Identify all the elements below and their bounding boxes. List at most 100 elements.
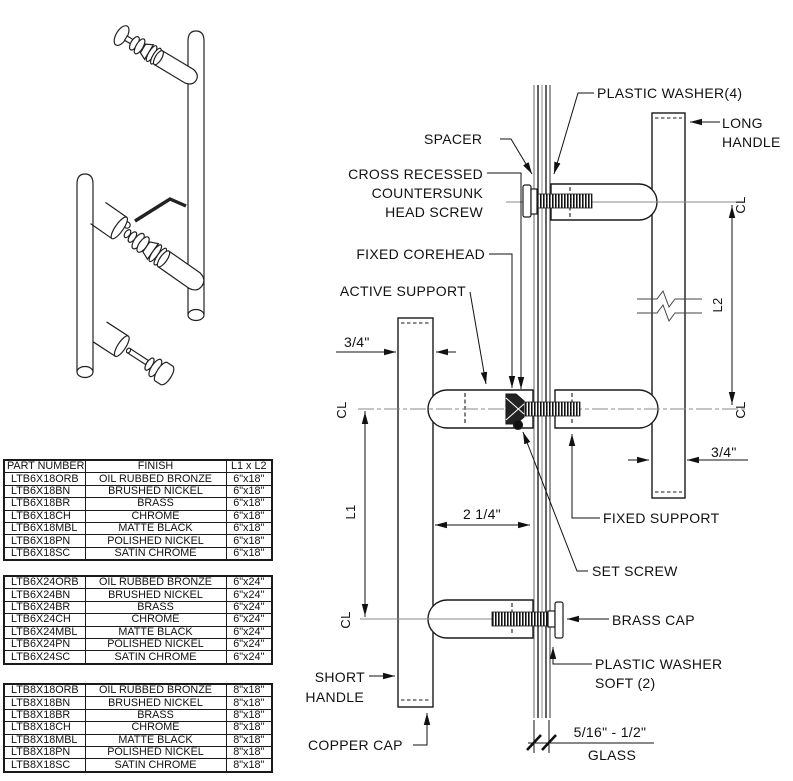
size-cell: 6"x18" <box>225 472 273 486</box>
brass-cap-flange <box>554 601 564 639</box>
label-washer-soft-2: SOFT (2) <box>595 675 655 691</box>
label-fixed-support: FIXED SUPPORT <box>603 510 720 526</box>
label-screw-line1: CROSS RECESSED <box>348 166 483 182</box>
part-number-cell: LTB6X18CH <box>3 509 86 523</box>
finish-cell: MATTE BLACK <box>84 521 227 536</box>
size-cell: 6"x24" <box>225 588 273 602</box>
part-number-cell: LTB6X18BN <box>3 484 86 499</box>
tube-break-symbol <box>637 289 702 309</box>
part-number-cell: LTB6X18MBL <box>3 521 86 536</box>
size-cell: 6"x18" <box>225 497 273 511</box>
column-header-size: L1 x L2 <box>225 459 273 474</box>
finish-cell: OIL RUBBED BRONZE <box>84 472 227 486</box>
countersunk-head <box>505 393 525 425</box>
isometric-exploded-view <box>76 25 205 386</box>
iso-bottom-fastener-stack <box>93 321 175 386</box>
dim-34-right: 3/4" <box>711 444 737 460</box>
threaded-shaft <box>491 611 549 627</box>
column-header-part-number: PART NUMBER <box>3 459 86 474</box>
label-long-handle-1: LONG <box>722 115 763 131</box>
dim-214: 2 1/4" <box>463 506 501 522</box>
size-cell: 8"x18" <box>225 745 273 760</box>
part-number-cell: LTB8X18PN <box>3 745 86 760</box>
finish-cell: SATIN CHROME <box>84 546 227 561</box>
label-set-screw: SET SCREW <box>592 563 678 579</box>
size-cell: 6"x18" <box>225 509 273 523</box>
size-cell: 8"x18" <box>225 708 273 723</box>
centerline-label: CL <box>338 611 353 628</box>
part-number-cell: LTB6X24SC <box>3 650 86 665</box>
dim-L2: L2 <box>710 297 725 312</box>
threaded-shaft <box>537 193 593 209</box>
finish-cell: SATIN CHROME <box>84 758 227 773</box>
label-glass-range: 5/16" - 1/2" <box>574 724 647 740</box>
finish-cell: BRASS <box>84 497 227 511</box>
middle-screw-assembly <box>505 393 581 431</box>
part-number-cell: LTB8X18CH <box>3 721 86 735</box>
label-screw-line3: HEAD SCREW <box>385 204 483 220</box>
part-number-cell: LTB6X24MBL <box>3 625 86 639</box>
size-cell: 8"x18" <box>225 683 273 698</box>
part-number-cell: LTB8X18ORB <box>3 683 86 698</box>
size-cell: 6"x24" <box>225 625 273 639</box>
size-cell: 8"x18" <box>225 733 273 747</box>
set-screw-dot <box>512 419 524 431</box>
label-active-support: ACTIVE SUPPORT <box>340 283 466 299</box>
finish-cell: MATTE BLACK <box>84 625 227 639</box>
top-screw-assembly <box>522 184 593 218</box>
label-brass-cap: BRASS CAP <box>612 612 695 628</box>
label-fixed-corehead: FIXED COREHEAD <box>356 246 485 262</box>
label-short-handle-2: HANDLE <box>305 689 364 705</box>
part-number-cell: LTB6X24BN <box>3 588 86 602</box>
part-number-cell: LTB6X24BR <box>3 600 86 615</box>
finish-cell: OIL RUBBED BRONZE <box>84 575 227 590</box>
finish-cell: POLISHED NICKEL <box>84 637 227 652</box>
size-cell: 6"x18" <box>225 534 273 548</box>
size-cell: 8"x18" <box>225 696 273 710</box>
iso-upper-fastener-stack <box>113 25 198 85</box>
size-cell: 6"x18" <box>225 484 273 499</box>
size-cell: 8"x18" <box>225 721 273 735</box>
finish-cell: CHROME <box>84 509 227 523</box>
leader-lines <box>369 92 720 746</box>
size-cell: 6"x24" <box>225 600 273 615</box>
finish-cell: MATTE BLACK <box>84 733 227 747</box>
label-washer-soft-1: PLASTIC WASHER <box>595 656 722 672</box>
allen-key-icon <box>134 197 187 223</box>
dimension-lines <box>336 205 748 753</box>
label-screw-line2: COUNTERSUNK <box>372 185 484 201</box>
part-number-cell: LTB6X18ORB <box>3 472 86 486</box>
table-header-row: PART NUMBER FINISH L1 x L2 <box>3 459 273 474</box>
label-spacer: SPACER <box>424 131 482 147</box>
part-number-cell: LTB6X24ORB <box>3 575 86 590</box>
label-plastic-washer4: PLASTIC WASHER(4) <box>597 85 742 101</box>
label-long-handle-2: HANDLE <box>722 134 781 150</box>
size-cell: 6"x24" <box>225 650 273 665</box>
part-number-cell: LTB6X18BR <box>3 497 86 511</box>
size-cell: 6"x24" <box>225 637 273 652</box>
finish-cell: BRUSHED NICKEL <box>84 696 227 710</box>
finish-cell: CHROME <box>84 721 227 735</box>
column-header-finish: FINISH <box>84 459 227 474</box>
brass-cap-stem <box>547 610 556 628</box>
